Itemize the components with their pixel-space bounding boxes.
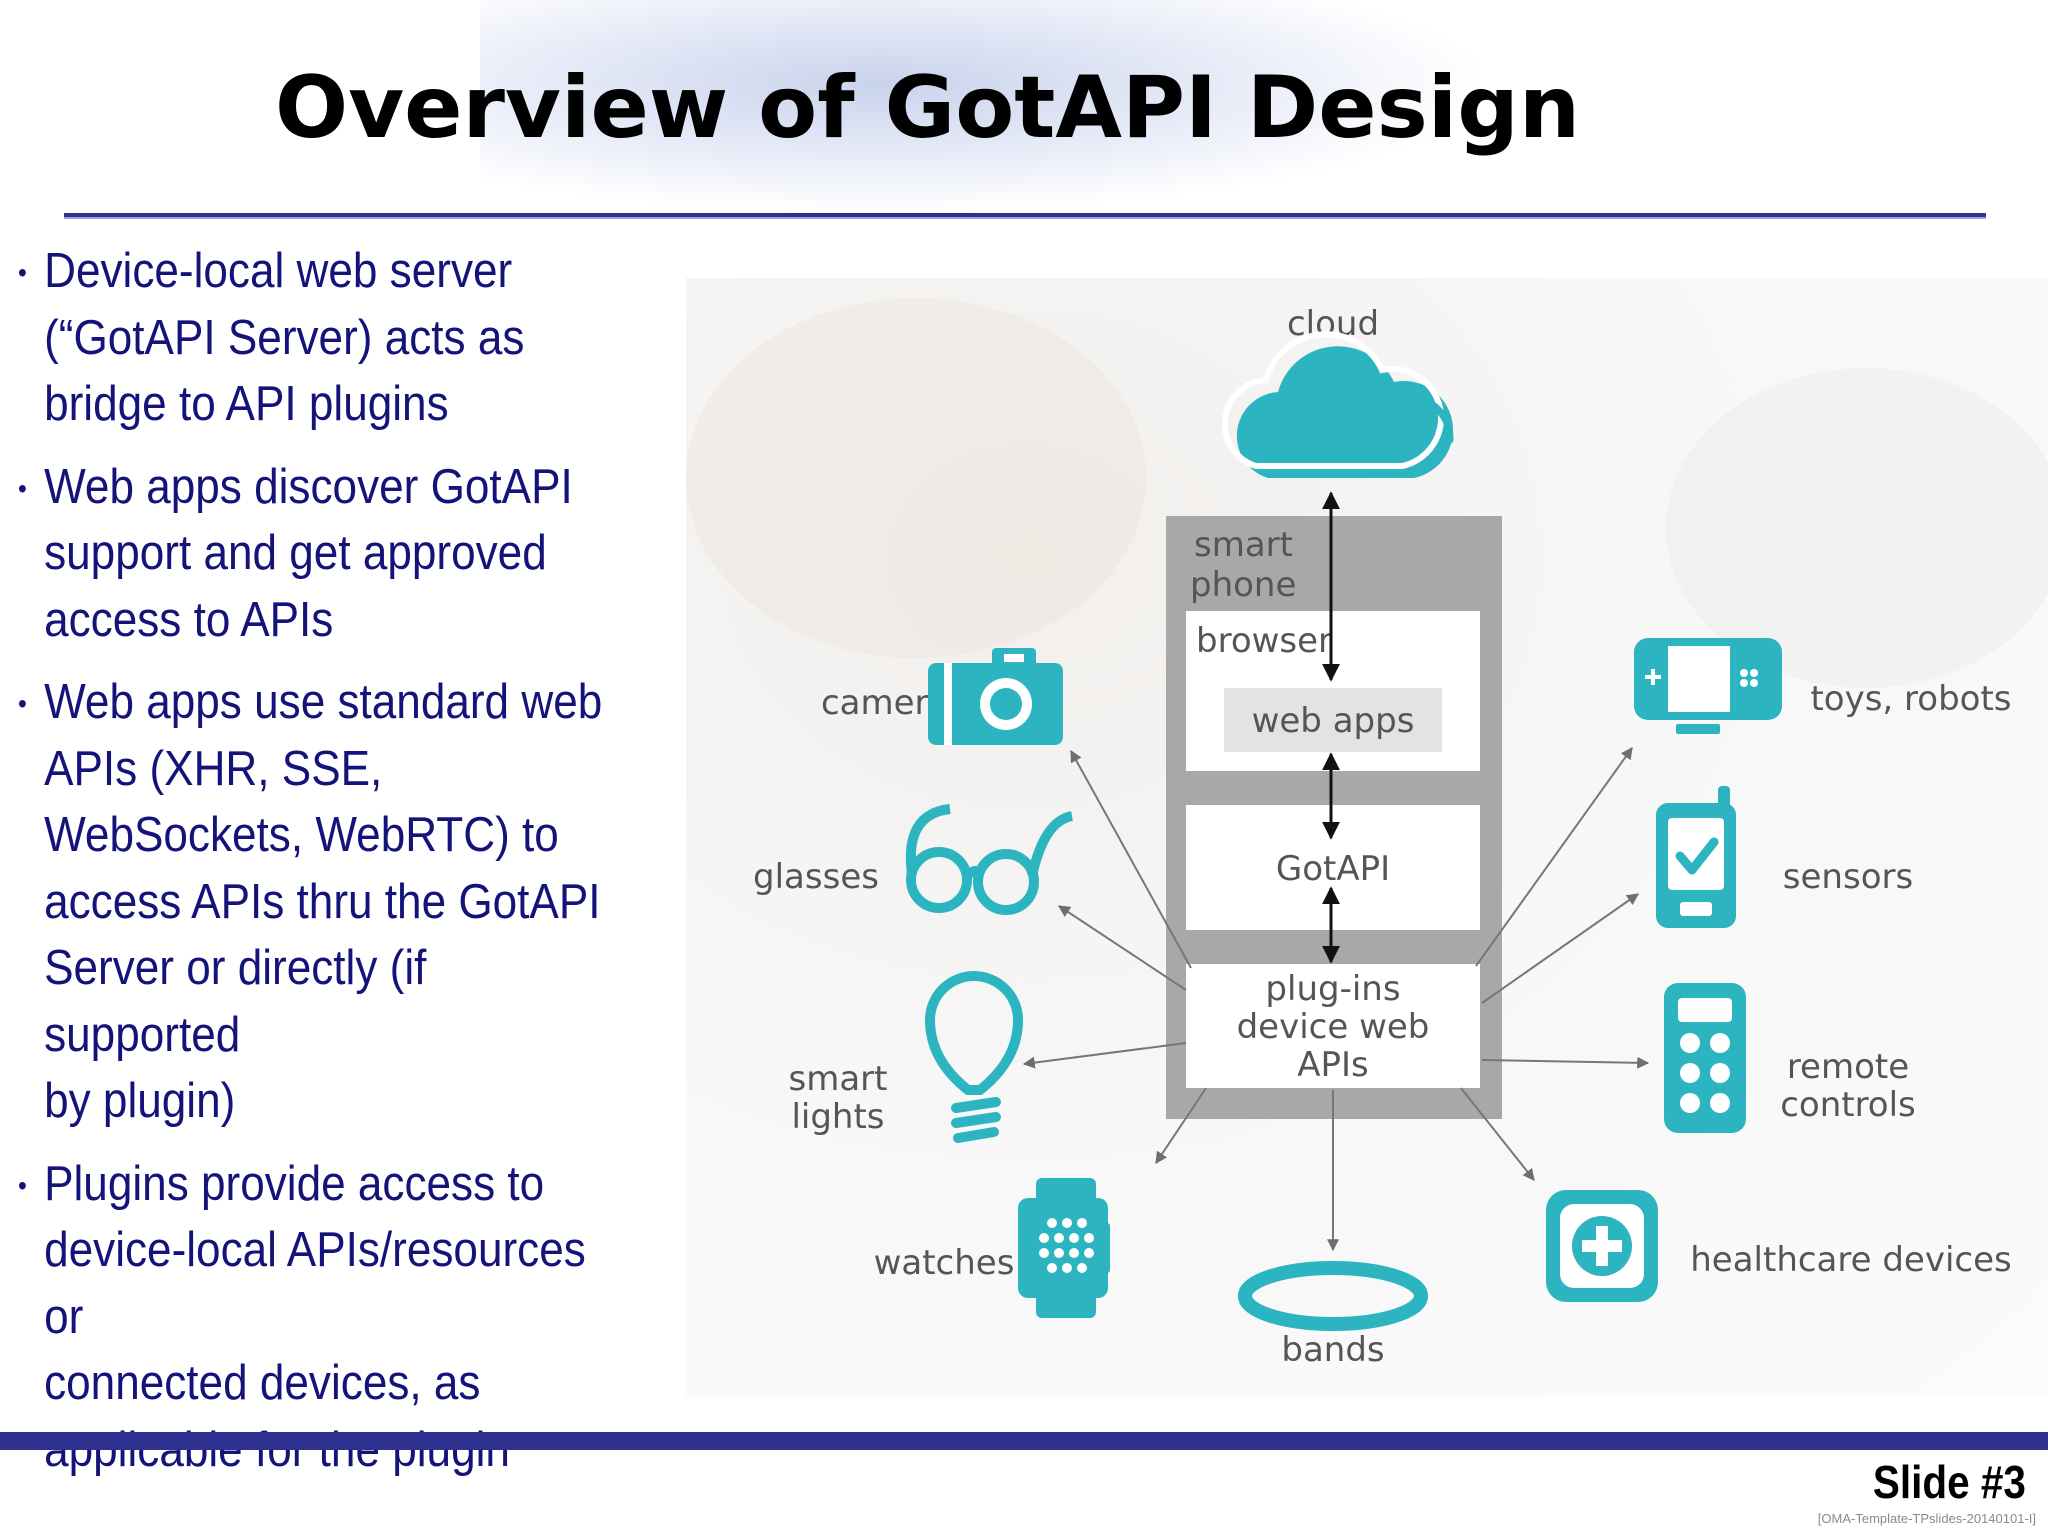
remote-control-icon — [1664, 983, 1746, 1133]
bullet-line: Server or directly (if supported — [44, 941, 427, 1062]
spoke-arrow-smart-lights — [1022, 1042, 1187, 1069]
sensors-label: sensors — [1783, 857, 1913, 897]
bullet-line: (“GotAPI Server) acts as — [44, 310, 525, 365]
background-shape — [1666, 368, 2048, 688]
bullet-dot: • — [18, 1169, 27, 1201]
bullet-line: access to APIs — [44, 592, 334, 647]
spoke-arrow-remote-controls — [1481, 1056, 1650, 1069]
diagram-canvas: smart phone browser web apps GotAPI plug… — [686, 298, 2048, 1370]
spoke-arrow-watches — [1155, 1087, 1207, 1164]
spoke-arrow-glasses — [1057, 905, 1187, 991]
plugins-box — [1186, 964, 1480, 1088]
spoke-arrow-sensors — [1481, 893, 1639, 1004]
remote-controls-label: remote — [1787, 1047, 1909, 1087]
bullet-line: access APIs thru the GotAPI — [44, 874, 601, 929]
camera-icon — [928, 648, 1063, 745]
slide-title: Overview of GotAPI Design — [275, 58, 1581, 158]
bullet-line: by plugin) — [44, 1074, 236, 1128]
glasses-label: glasses — [753, 857, 879, 897]
background-shape — [686, 298, 1146, 658]
title-divider — [64, 213, 1986, 219]
sensor-icon — [1656, 786, 1736, 928]
bullet-dot: • — [18, 472, 27, 504]
band-icon — [1238, 1261, 1428, 1331]
light-bulb-icon — [924, 971, 1024, 1143]
browser-label: browser — [1196, 621, 1332, 661]
template-id: [OMA-Template-TPslides-20140101-I] — [1817, 1511, 2036, 1526]
watch-icon — [1018, 1178, 1110, 1318]
toys-robots-label: toys, robots — [1810, 679, 2011, 719]
bullet-dot: • — [18, 688, 27, 719]
gotapi-label: GotAPI — [1276, 849, 1390, 889]
smart-phone-label: smart — [1194, 525, 1293, 565]
spoke-arrow-toys-robots — [1475, 747, 1633, 967]
bullet-line: WebSockets, WebRTC) to — [44, 808, 559, 862]
plugins-label: plug-ins — [1265, 969, 1400, 1009]
healthcare-icon — [1546, 1190, 1658, 1302]
smart-phone-label: phone — [1190, 565, 1296, 605]
plugins-label: device web — [1237, 1007, 1430, 1047]
bullet-line: Web apps use standard web — [44, 675, 603, 729]
slide-number: Slide #3 — [1872, 1456, 2026, 1508]
spoke-arrow-healthcare — [1460, 1087, 1535, 1181]
bullet-line: Web apps discover GotAPI — [44, 459, 573, 514]
header-background — [480, 0, 1480, 210]
cloud-icon — [1221, 331, 1454, 478]
spoke-arrow-cameras — [1070, 749, 1192, 969]
bullet-dot: • — [18, 257, 27, 288]
smart-lights-label: lights — [791, 1097, 884, 1137]
robot-icon — [1634, 638, 1782, 734]
remote-controls-label: controls — [1780, 1085, 1916, 1125]
bullet-line: APIs (XHR, SSE, — [44, 741, 383, 796]
plugins-label: APIs — [1297, 1045, 1369, 1085]
smart-lights-label: smart — [789, 1059, 888, 1099]
bullet-line: device-local APIs/resources or — [44, 1223, 586, 1344]
web-apps-label: web apps — [1252, 701, 1415, 741]
bullet-line: Device-local web server — [44, 244, 513, 298]
bullet-list: • Device-local web server (“GotAPI Serve… — [18, 238, 612, 1499]
footer-divider — [0, 1432, 2048, 1450]
healthcare-devices-label: healthcare devices — [1690, 1240, 2012, 1280]
web-apps-box — [1224, 688, 1442, 752]
bullet-item: • Web apps use standard web APIs (XHR, S… — [18, 669, 612, 1135]
bullet-line: bridge to API plugins — [44, 377, 449, 431]
bullet-line: connected devices, as — [44, 1356, 481, 1410]
glasses-icon — [905, 804, 1074, 915]
bullet-item: • Web apps discover GotAPI support and g… — [18, 454, 612, 654]
watches-label: watches — [874, 1243, 1015, 1283]
bullet-item: • Device-local web server (“GotAPI Serve… — [18, 238, 612, 438]
bullet-line: support and get approved — [44, 526, 547, 580]
gotapi-diagram: smart phone browser web apps GotAPI plug… — [686, 278, 2048, 1396]
bands-label: bands — [1281, 1330, 1384, 1370]
bullet-item: • Plugins provide access to device-local… — [18, 1151, 612, 1484]
bullet-line: Plugins provide access to — [44, 1156, 545, 1211]
